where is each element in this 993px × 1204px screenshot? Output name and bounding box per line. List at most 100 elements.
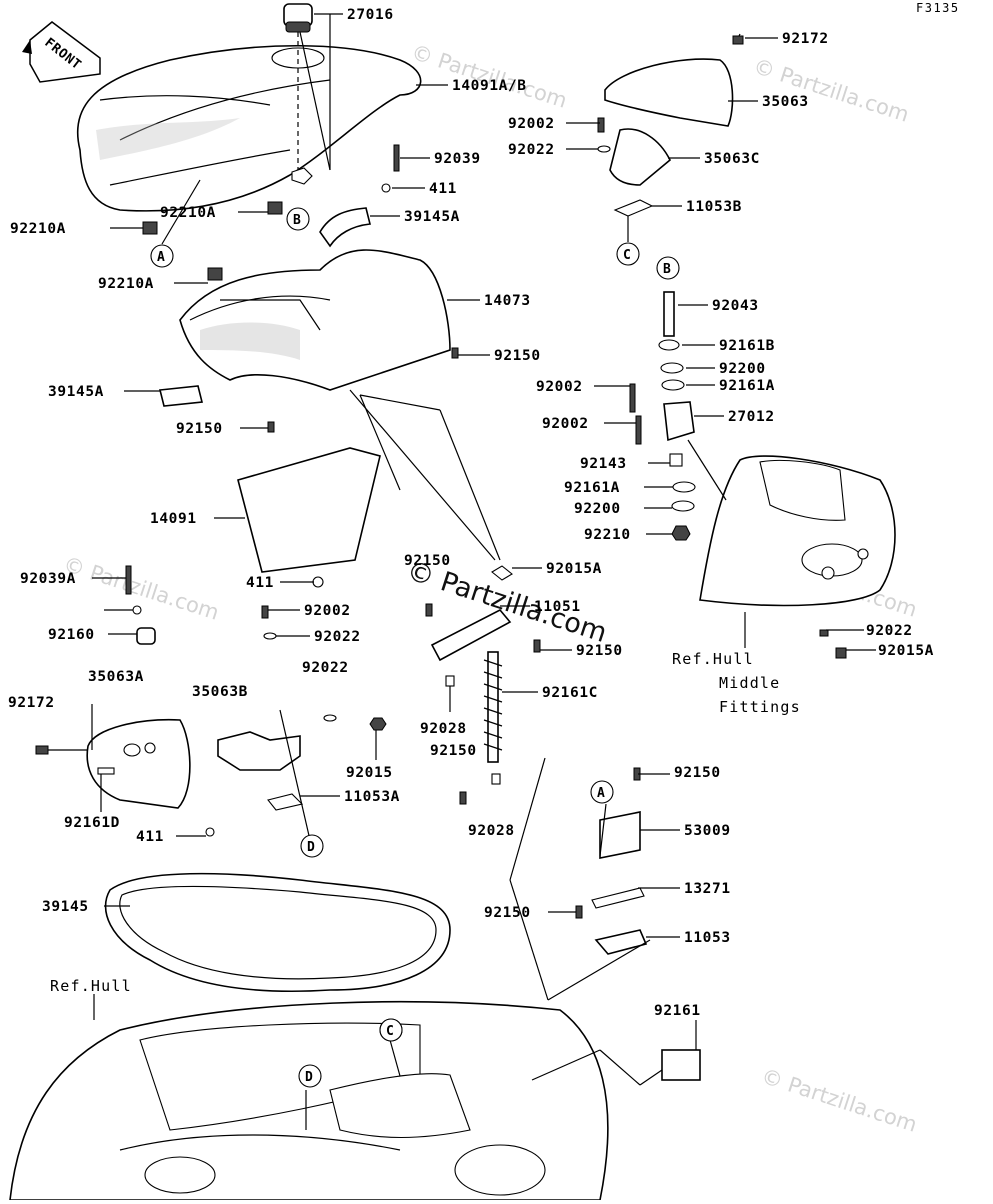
bolt-92150-m3 xyxy=(459,791,467,805)
label-92210a-c: 92210A xyxy=(98,276,154,292)
label-92002d: 92002 xyxy=(304,603,351,619)
figure-code: F3135 xyxy=(916,1,960,15)
seat-base-14073 xyxy=(179,249,451,391)
callouts: A B C B A D A C D xyxy=(150,207,680,1088)
label-92210: 92210 xyxy=(584,527,631,543)
shock-92161c xyxy=(430,608,512,763)
label-92161: 92161 xyxy=(654,1003,701,1019)
label-92015: 92015 xyxy=(346,765,393,781)
label-27016: 27016 xyxy=(347,7,394,23)
label-92150f: 92150 xyxy=(674,765,721,781)
label-92150d: 92150 xyxy=(576,643,623,659)
pad-39145a-top xyxy=(319,207,371,248)
label-92200a: 92200 xyxy=(719,361,766,377)
svg-text:D: D xyxy=(305,1070,313,1085)
decal-92161 xyxy=(661,1049,701,1081)
label-92161d: 92161D xyxy=(64,815,120,831)
label-39145a-a: 39145A xyxy=(404,209,460,225)
screw-92150-a xyxy=(451,347,459,359)
hull-ref xyxy=(9,1001,609,1201)
watermark-2: © Partzilla.com xyxy=(750,54,912,127)
callout-d-1: D xyxy=(300,834,324,858)
bolt-92150-m2 xyxy=(533,639,541,653)
label-92150c: 92150 xyxy=(404,553,451,569)
cover-35063 xyxy=(604,58,734,127)
label-92022d: 92022 xyxy=(866,623,913,639)
part-labels: 27016 14091A/B 92172 35063 92002 92022 3… xyxy=(8,7,933,1019)
label-11053: 11053 xyxy=(684,930,731,946)
bolt-92039a xyxy=(125,565,132,595)
label-411c: 411 xyxy=(136,829,164,845)
spacer-92161d xyxy=(97,767,115,775)
label-35063a: 35063A xyxy=(88,669,144,685)
handle-53009 xyxy=(599,811,641,859)
label-92002c: 92002 xyxy=(542,416,589,432)
svg-text:D: D xyxy=(307,840,315,855)
label-92002a: 92002 xyxy=(508,116,555,132)
label-92150b: 92150 xyxy=(176,421,223,437)
label-92143: 92143 xyxy=(580,456,627,472)
callout-c-2: C xyxy=(379,1018,403,1042)
bolt-92002-top xyxy=(597,117,605,133)
cover-35063a xyxy=(86,718,191,809)
nut-411-mid xyxy=(132,605,142,615)
label-92150e: 92150 xyxy=(430,743,477,759)
svg-text:B: B xyxy=(293,213,301,228)
collar-92160 xyxy=(136,627,156,645)
label-27012: 27012 xyxy=(728,409,775,425)
label-92200b: 92200 xyxy=(574,501,621,517)
watermark-7: © Partzilla.com xyxy=(758,1064,920,1137)
label-92022b: 92022 xyxy=(314,629,361,645)
svg-text:A: A xyxy=(157,250,165,265)
svg-text:C: C xyxy=(386,1024,394,1039)
washer-92022-left xyxy=(263,632,277,640)
label-92028b: 92028 xyxy=(468,823,515,839)
nut-411-top xyxy=(381,183,391,193)
label-14091: 14091 xyxy=(150,511,197,527)
bolt-92150-low xyxy=(575,905,583,919)
washer-92022-top xyxy=(597,145,611,153)
label-92150a: 92150 xyxy=(494,348,541,364)
ref-hull-bottom: Ref.Hull xyxy=(50,977,132,995)
bracket-35063c xyxy=(609,128,671,186)
nut-92015 xyxy=(369,717,387,731)
hull-middle-fittings xyxy=(699,455,896,607)
label-92043: 92043 xyxy=(712,298,759,314)
label-411b: 411 xyxy=(246,575,274,591)
ref-fittings: Fittings xyxy=(719,698,801,716)
callout-b-2: B xyxy=(656,256,680,280)
pad-39145a-low xyxy=(159,385,203,407)
ref-labels: Ref.Hull Middle Fittings Ref.Hull xyxy=(50,650,801,995)
panel-14091 xyxy=(237,447,381,573)
clip-92022-right xyxy=(819,629,829,637)
cap-27016 xyxy=(283,3,313,170)
label-35063c: 35063C xyxy=(704,151,760,167)
label-53009: 53009 xyxy=(684,823,731,839)
label-35063b: 35063B xyxy=(192,684,248,700)
plate-13271 xyxy=(591,887,645,909)
label-11053a: 11053A xyxy=(344,789,400,805)
label-92039a: 92039A xyxy=(20,571,76,587)
mount-stack xyxy=(629,291,696,541)
label-411a: 411 xyxy=(429,181,457,197)
label-11051: 11051 xyxy=(534,599,581,615)
washer-92022-b xyxy=(323,714,337,722)
screw-92172-left xyxy=(35,745,49,755)
label-92210a-a: 92210A xyxy=(160,205,216,221)
svg-text:A: A xyxy=(597,786,605,801)
nut-92015a-m xyxy=(491,565,513,581)
label-92002b: 92002 xyxy=(536,379,583,395)
label-92022a: 92022 xyxy=(508,142,555,158)
label-92210a-b: 92210A xyxy=(10,221,66,237)
callout-b-1: B xyxy=(286,207,310,231)
label-92161a-b: 92161A xyxy=(564,480,620,496)
seat-cover-14091 xyxy=(76,44,422,212)
label-92022c: 92022 xyxy=(302,660,349,676)
bolt-92039 xyxy=(393,144,400,172)
collar-92028-a xyxy=(445,675,455,687)
label-35063: 35063 xyxy=(762,94,809,110)
callout-a-2: A xyxy=(590,780,614,804)
nut-27016 xyxy=(291,167,313,185)
label-11053b: 11053B xyxy=(686,199,742,215)
